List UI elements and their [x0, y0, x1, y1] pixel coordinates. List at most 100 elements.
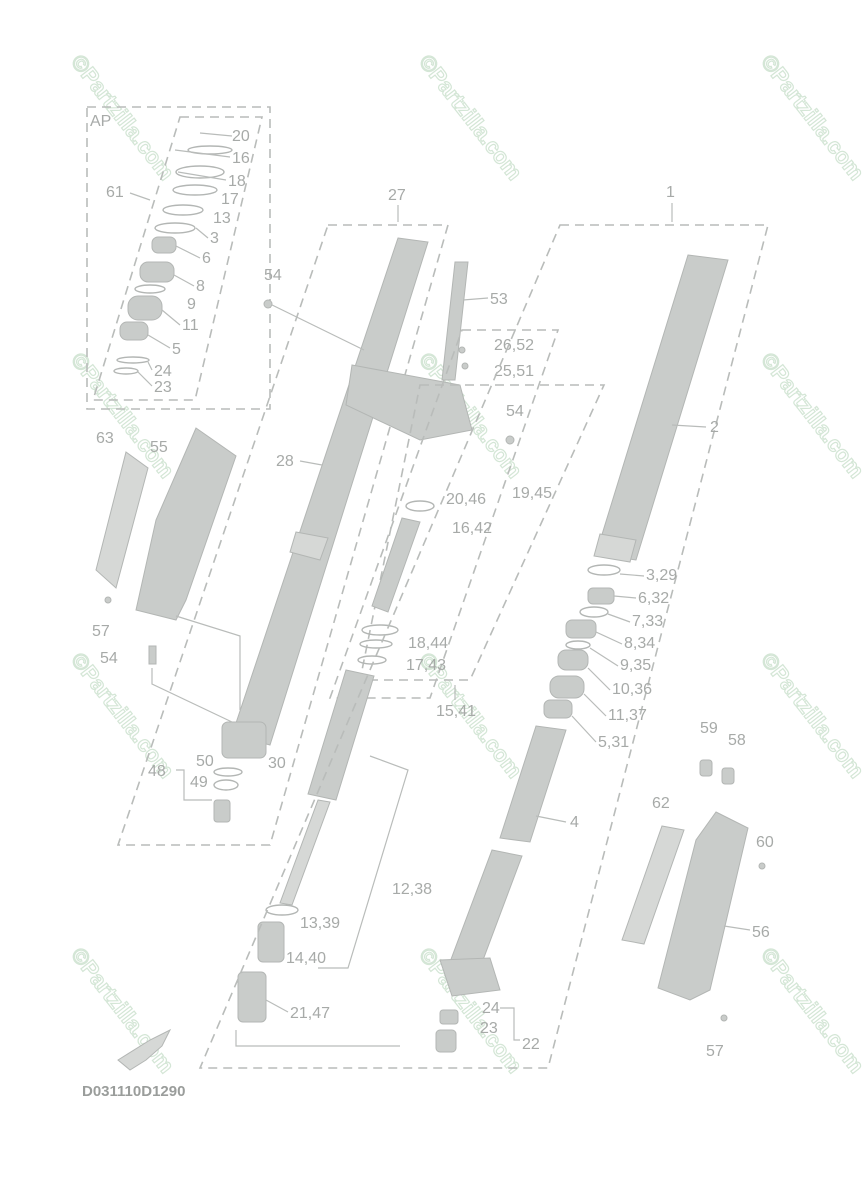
- label-53: 53: [490, 291, 508, 308]
- label-49: 49: [190, 774, 208, 791]
- outer-tube-2: [595, 254, 729, 561]
- part-7-washer: [579, 606, 609, 618]
- part-18-ring: [175, 165, 225, 179]
- leader-line: [235, 1030, 400, 1047]
- leader-line: [589, 647, 619, 667]
- label-ap-8: 8: [196, 278, 205, 295]
- cartridge-rod: [279, 799, 331, 906]
- label-60: 60: [756, 834, 774, 851]
- part-16-ring: [405, 500, 435, 512]
- screw-60: [758, 862, 766, 870]
- leader-line: [607, 613, 631, 623]
- label-5-31: 5,31: [598, 734, 629, 751]
- assembly-1-frame: [198, 224, 770, 1069]
- leader-line: [571, 715, 597, 743]
- damper-inner-frame: [359, 384, 606, 681]
- leader-line: [175, 615, 241, 710]
- bolt-54-left: [148, 645, 157, 665]
- part-23-washer: [113, 367, 139, 375]
- screw-57-right: [720, 1014, 728, 1022]
- leader-line: [199, 132, 233, 137]
- label-9-35: 9,35: [620, 657, 651, 674]
- label-20-46: 20,46: [446, 491, 486, 508]
- leader-line: [583, 693, 607, 717]
- assembly-27-frame: [116, 224, 450, 846]
- leader-line: [129, 192, 151, 201]
- spring-4: [499, 725, 567, 843]
- lower-tube: [449, 849, 523, 969]
- label-4: 4: [570, 814, 579, 831]
- label-54-left: 54: [100, 650, 118, 667]
- label-30: 30: [268, 755, 286, 772]
- axle-holder-30: [221, 721, 267, 759]
- part-50-washer: [213, 767, 243, 777]
- leader-line: [174, 149, 231, 158]
- part-21-spacer: [237, 971, 267, 1023]
- label-ap-24: 24: [154, 363, 172, 380]
- bolt-54: [263, 299, 273, 309]
- watermark-text: ©Partzilla.com: [756, 943, 866, 1078]
- part-9-clip: [134, 284, 166, 294]
- cartridge-group: 12,38 13,39 14,40 21,47: [235, 669, 432, 1047]
- watermark-text: ©Partzilla.com: [756, 348, 866, 483]
- label-14-40: 14,40: [286, 950, 326, 967]
- leader-line: [173, 274, 195, 287]
- part-17-ring: [357, 655, 387, 665]
- tube-collar: [289, 531, 329, 561]
- rod-53: [441, 261, 469, 381]
- label-3-29: 3,29: [646, 567, 677, 584]
- label-63: 63: [96, 430, 114, 447]
- leader-line: [318, 755, 409, 969]
- leader-line: [500, 1007, 520, 1041]
- leader-line: [299, 460, 323, 466]
- watermark-text: ©Partzilla.com: [66, 50, 179, 185]
- label-55: 55: [150, 439, 168, 456]
- label-ap-9: 9: [187, 296, 196, 313]
- ap-kit-group: AP 61 20 16 18 17 13 3 6 8 9 11 5 24 23: [86, 106, 271, 410]
- part-13-ring: [265, 904, 299, 916]
- leader-line: [176, 769, 212, 801]
- leader-line: [147, 361, 153, 371]
- label-21-47: 21,47: [290, 1005, 330, 1022]
- label-19-45: 19,45: [512, 485, 552, 502]
- label-11-37: 11,37: [608, 707, 647, 724]
- label-15-41: 15,41: [436, 703, 476, 720]
- label-62: 62: [652, 795, 670, 812]
- leader-line: [137, 371, 153, 387]
- part-49-washer: [213, 779, 239, 791]
- part-18-ring-b: [359, 639, 393, 649]
- leader-line: [265, 999, 289, 1013]
- fork-guard-group: 55 63 57: [92, 427, 241, 710]
- fork-guard-right-group: 62 56 59 58 60 57: [621, 720, 774, 1060]
- cartridge-tube: [307, 669, 375, 801]
- label-56: 56: [752, 924, 770, 941]
- part-26-screw: [458, 346, 466, 354]
- part-14-bush: [257, 921, 285, 963]
- front-direction-arrow-icon: [117, 1028, 172, 1071]
- outer-tube-assembly-1: 1 2 3,29 6,32 7,33 8,34 9,35 10,36 11,37…: [198, 184, 770, 1069]
- damper-group: 26,52 25,51 54 20,46 19,45 16,42 18,44 1…: [328, 329, 606, 720]
- label-ap-20: 20: [232, 128, 250, 145]
- label-48: 48: [148, 763, 166, 780]
- label-26-52: 26,52: [494, 337, 534, 354]
- part-24-washer: [116, 356, 150, 364]
- ap-kit-inner-frame: [91, 116, 264, 401]
- guard-plate-63: [95, 451, 149, 589]
- label-61: 61: [106, 184, 124, 201]
- part-17-ring: [172, 184, 218, 196]
- fork-guard-55: [135, 427, 237, 621]
- label-2: 2: [710, 419, 719, 436]
- leader-line: [177, 171, 227, 181]
- label-1: 1: [666, 184, 675, 201]
- part-22-bolt: [435, 1029, 457, 1053]
- leader-line: [535, 815, 567, 823]
- label-7-33: 7,33: [632, 613, 663, 630]
- label-ap-6: 6: [202, 250, 211, 267]
- label-57-left: 57: [92, 623, 110, 640]
- part-58-clamp: [721, 767, 735, 785]
- label-ap-3: 3: [210, 230, 219, 247]
- damper-frame: [328, 329, 560, 699]
- leader-line: [619, 573, 645, 577]
- inner-tube-28: [231, 237, 429, 746]
